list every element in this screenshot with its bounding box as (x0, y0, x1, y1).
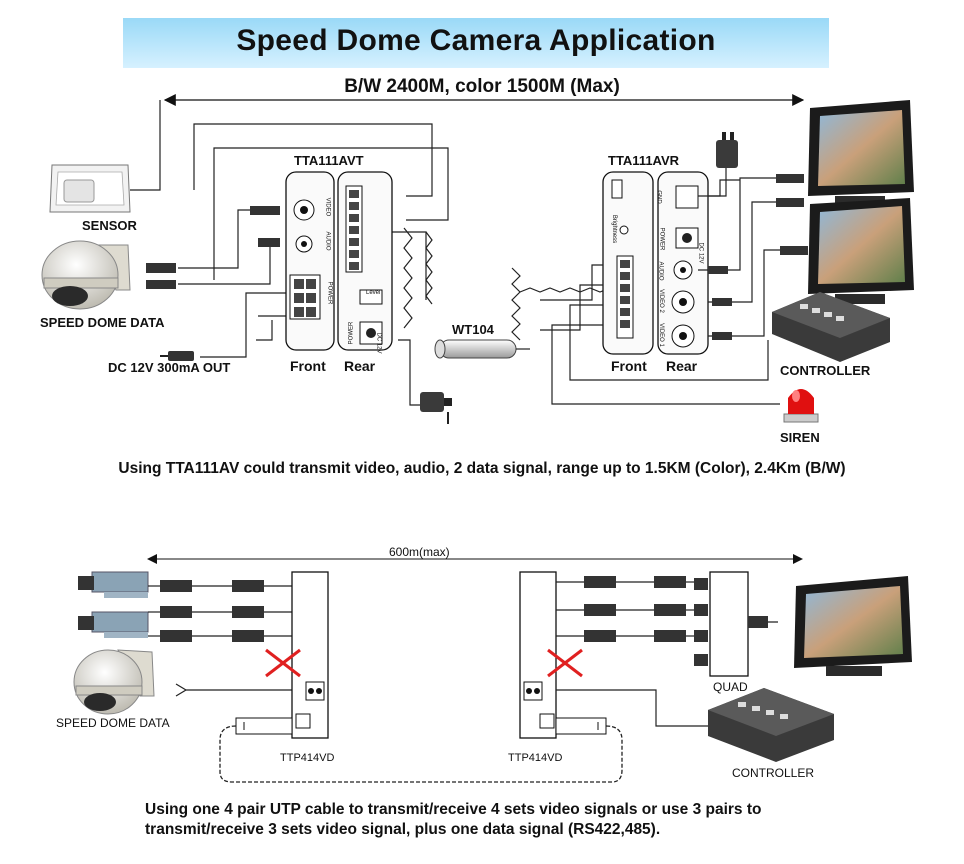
rx-front-label: Front (611, 358, 647, 374)
power-adapter-tx (420, 392, 452, 424)
tx-rear-label: Rear (344, 358, 376, 374)
bnc-chains-right (556, 576, 778, 727)
cable-label: WT104 (452, 322, 494, 337)
monitor-2 (808, 198, 914, 304)
bnc-connectors-tx (146, 206, 280, 289)
sensor-device (49, 164, 131, 213)
controller-bottom-device (708, 688, 834, 762)
power-adapter-rx (716, 132, 738, 168)
tx-port-video: VIDEO (324, 197, 331, 217)
bottom-caption: Using one 4 pair UTP cable to transmit/r… (145, 800, 845, 840)
right-unit-label: TTP414VD (508, 752, 563, 764)
speed-dome-label-top: SPEED DOME DATA (40, 315, 165, 330)
tx-port-dc12v: DC 12V (375, 332, 382, 354)
tta111avt-front-panel (285, 171, 335, 351)
left-unit-label: TTP414VD (280, 752, 335, 764)
tta111avr-rear-panel (657, 171, 709, 355)
speed-dome-camera-top (41, 240, 131, 310)
monitor-bottom (794, 576, 912, 676)
rx-port-audio: AUDIO (657, 261, 664, 281)
siren-device (783, 389, 819, 423)
rx-port-brightness: Brightness (611, 214, 618, 244)
siren-label: SIREN (780, 430, 820, 445)
monitor-1 (808, 100, 914, 206)
bnc-connectors-rx (708, 174, 808, 340)
ttp414vd-left-unit (265, 571, 329, 739)
rx-port-video1: VIDEO 1 (657, 323, 664, 347)
top-caption: Using TTA111AV could transmit video, aud… (118, 460, 846, 477)
ttp414vd-right-unit (519, 571, 583, 739)
twisted-pair-tx (403, 227, 413, 329)
top-range-label: B/W 2400M, color 1500M (Max) (344, 76, 620, 97)
tta111avr-front-panel (602, 171, 654, 355)
sensor-label: SENSOR (82, 218, 137, 233)
dc-out-label: DC 12V 300mA OUT (108, 360, 231, 375)
controller-top-device (772, 292, 890, 362)
utp-cable (219, 725, 623, 783)
rx-port-video2: VIDEO 2 (657, 289, 664, 313)
rj45-plug-right (555, 717, 607, 735)
bnc-chains-left (148, 580, 292, 697)
tx-port-level: Level (366, 290, 381, 296)
tx-port-power-rear: POWER (348, 321, 355, 345)
speed-dome-camera-bottom (73, 649, 155, 715)
title-banner (123, 18, 829, 68)
rx-port-dc12v: DC 12V (697, 242, 704, 264)
rx-rear-label: Rear (666, 358, 698, 374)
speed-dome-label-bottom: SPEED DOME DATA (56, 716, 170, 730)
rx-model-label: TTA111AVR (608, 153, 680, 168)
tx-port-audio: AUDIO (324, 231, 331, 251)
box-camera-1 (78, 571, 149, 598)
box-camera-2 (78, 611, 149, 638)
controller-label-bottom: CONTROLLER (732, 766, 815, 780)
rx-port-gnd: GND (655, 190, 662, 204)
wt104-cable (434, 339, 530, 359)
tx-front-label: Front (290, 358, 326, 374)
bottom-caption-line1: Using one 4 pair UTP cable to transmit/r… (145, 801, 762, 818)
page-title: Speed Dome Camera Application (236, 24, 716, 57)
tta111avt-rear-panel (337, 171, 393, 351)
quad-label: QUAD (713, 680, 748, 694)
bottom-caption-line2: transmit/receive 3 sets video signal, pl… (145, 821, 661, 838)
quad-unit (694, 571, 768, 677)
rj45-plug-left (235, 717, 293, 735)
rx-port-power: POWER (658, 227, 665, 251)
tx-port-power: POWER (326, 281, 333, 305)
bottom-range-label: 600m(max) (389, 545, 450, 559)
tx-model-label: TTA111AVT (294, 153, 364, 168)
controller-label-top: CONTROLLER (780, 363, 871, 378)
dc-plug-out (160, 351, 194, 361)
